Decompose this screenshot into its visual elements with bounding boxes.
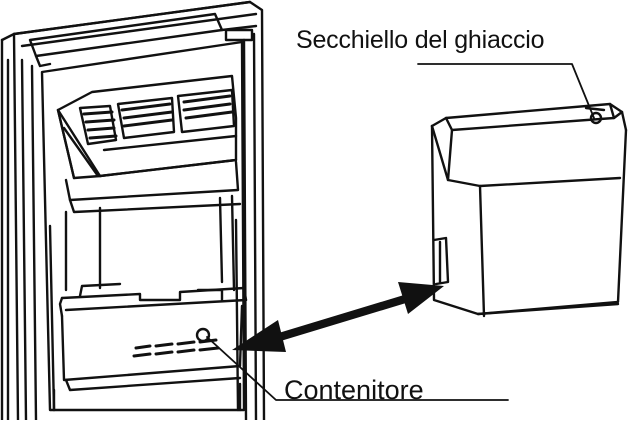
leader-line-ice-bucket bbox=[417, 63, 595, 119]
leader-line-container bbox=[206, 336, 509, 401]
double-arrow-icon bbox=[232, 282, 444, 352]
fridge-door bbox=[0, 0, 266, 422]
label-container: Contenitore bbox=[284, 375, 424, 405]
ice-bucket bbox=[430, 102, 628, 318]
container-tray bbox=[58, 282, 248, 392]
label-ice-bucket: Secchiello del ghiaccio bbox=[296, 26, 545, 54]
dispenser-vent-unit bbox=[56, 74, 242, 214]
